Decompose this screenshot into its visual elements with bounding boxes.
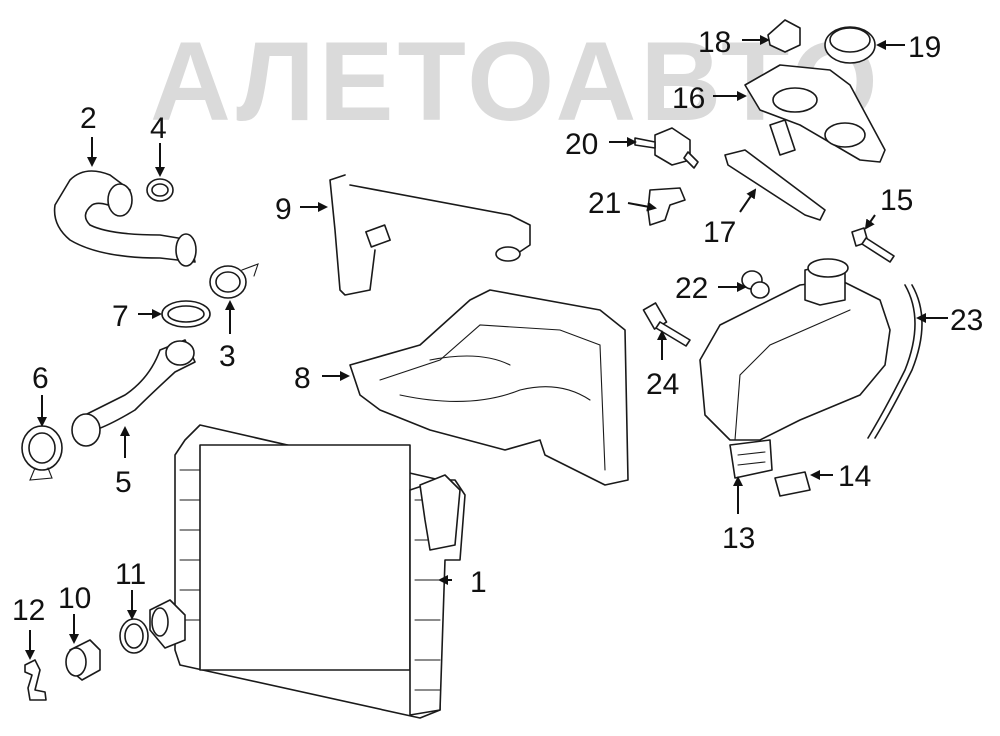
callout-8: 8 bbox=[294, 362, 311, 395]
radiator-part bbox=[149, 424, 466, 719]
callout-6: 6 bbox=[32, 362, 49, 395]
callout-7: 7 bbox=[112, 300, 129, 333]
callout-10: 10 bbox=[58, 582, 91, 615]
callout-24: 24 bbox=[646, 368, 679, 401]
bleed-pipe-part bbox=[329, 174, 531, 296]
seal-7-part bbox=[161, 300, 211, 328]
bracket-21-part bbox=[647, 187, 686, 226]
o-ring-11-part bbox=[119, 618, 149, 654]
callout-1: 1 bbox=[470, 566, 487, 599]
callout-17: 17 bbox=[703, 216, 736, 249]
callout-13: 13 bbox=[722, 522, 755, 555]
callout-12: 12 bbox=[12, 594, 45, 627]
callout-16: 16 bbox=[672, 82, 705, 115]
callout-20: 20 bbox=[565, 128, 598, 161]
upper-hose-part bbox=[53, 170, 197, 267]
callout-23: 23 bbox=[950, 304, 983, 337]
clip-12-part bbox=[24, 659, 47, 701]
callout-9: 9 bbox=[275, 193, 292, 226]
leader-lines bbox=[25, 35, 948, 660]
overflow-hose-part bbox=[867, 284, 923, 439]
grommet-22-part bbox=[741, 270, 770, 299]
tank-upper-16-part bbox=[744, 64, 886, 163]
connector-10-part bbox=[65, 639, 101, 681]
callout-3: 3 bbox=[219, 340, 236, 373]
rail-17-part bbox=[724, 149, 826, 221]
lower-hose-part bbox=[71, 339, 196, 447]
o-ring-4-part bbox=[146, 178, 174, 202]
callout-14: 14 bbox=[838, 460, 871, 493]
callout-4: 4 bbox=[150, 112, 167, 145]
hose-clamp-6-part bbox=[21, 425, 63, 481]
callout-18: 18 bbox=[698, 26, 731, 59]
callout-19: 19 bbox=[908, 31, 941, 64]
callout-15: 15 bbox=[880, 184, 913, 217]
callout-22: 22 bbox=[675, 272, 708, 305]
air-deflector-part bbox=[349, 289, 629, 486]
callout-21: 21 bbox=[588, 187, 621, 220]
callout-labels: 1 2 3 4 5 6 7 8 9 10 11 12 13 14 15 16 1… bbox=[12, 26, 983, 627]
cap-19-part bbox=[824, 26, 876, 64]
valve-20-part bbox=[634, 127, 699, 169]
bracket-14-part bbox=[774, 471, 811, 497]
callout-2: 2 bbox=[80, 102, 97, 135]
callout-5: 5 bbox=[115, 466, 132, 499]
sensor-24-part bbox=[642, 302, 691, 347]
cap-18-part bbox=[767, 19, 801, 53]
hose-clamp-3-part bbox=[209, 263, 259, 299]
bolt-15-part bbox=[851, 227, 895, 263]
coolant-reservoir-part bbox=[699, 258, 891, 479]
callout-11: 11 bbox=[115, 558, 146, 591]
